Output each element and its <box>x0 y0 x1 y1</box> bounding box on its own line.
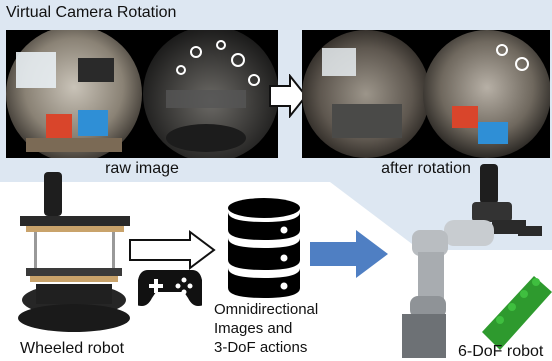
rotated-image-caption: after rotation <box>381 160 471 177</box>
arrow-right-icon-2 <box>129 230 216 270</box>
arm-robot-label: 6-DoF robot <box>458 343 544 360</box>
rotated-image <box>302 30 550 158</box>
database-icon <box>228 198 300 298</box>
arrow-right-icon <box>269 74 308 118</box>
gamepad-icon <box>138 270 202 306</box>
dataset-label-line3: 3-DoF actions <box>214 339 308 356</box>
rotated-fisheye-pair <box>302 30 550 158</box>
dataset-label-line1: Omnidirectional <box>214 301 319 318</box>
arm-robot-illustration <box>402 164 552 358</box>
dataset-label-line2: Images and <box>214 320 293 337</box>
arrow-right-blue-icon <box>310 230 388 278</box>
raw-image-caption: raw image <box>105 160 179 177</box>
panel-title: Virtual Camera Rotation <box>6 4 177 21</box>
wheeled-robot-illustration <box>18 172 130 332</box>
wheeled-robot-label: Wheeled robot <box>20 340 125 357</box>
raw-fisheye-pair <box>6 30 278 158</box>
raw-image <box>6 30 278 158</box>
